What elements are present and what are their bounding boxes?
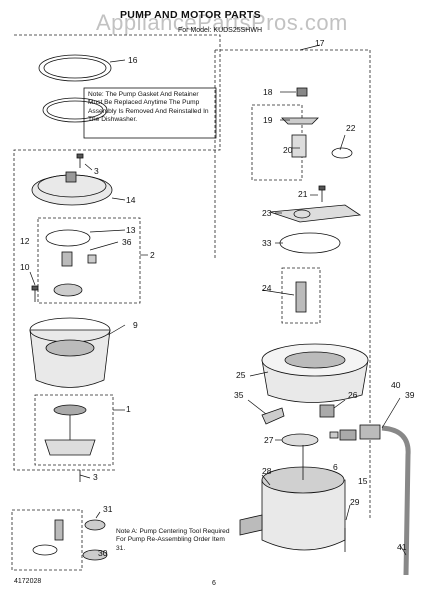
seal-ring-13 — [45, 229, 91, 247]
callout-17: 17 — [315, 38, 325, 48]
callout-31: 31 — [103, 504, 113, 514]
ring-30b — [82, 549, 108, 561]
callout-33: 33 — [262, 238, 272, 248]
callout-18: 18 — [263, 87, 273, 97]
callout-20: 20 — [283, 145, 293, 155]
ring-30 — [32, 544, 58, 556]
seal-assembly-24 — [295, 281, 307, 313]
leader-lines — [29, 44, 407, 556]
part-36 — [87, 254, 97, 264]
gasket-note: Note: The Pump Gasket And Retainer Must … — [88, 91, 209, 124]
callout-9: 9 — [133, 320, 138, 330]
callout-24: 24 — [262, 283, 272, 293]
drain-check-40 — [359, 424, 381, 440]
gasket-33 — [279, 232, 341, 254]
pump-base-25-inner — [284, 351, 346, 369]
callout-28: 28 — [262, 466, 272, 476]
page-number: 6 — [212, 580, 216, 587]
callout-10: 10 — [20, 262, 30, 272]
callout-36: 36 — [122, 237, 132, 247]
doc-number: 4172028 — [14, 578, 42, 585]
drain-impeller-20 — [291, 134, 307, 158]
callout-15: 15 — [358, 476, 368, 486]
callout-13: 13 — [126, 225, 136, 235]
gasket-note-box — [83, 87, 217, 139]
upper-impeller-19 — [281, 117, 319, 125]
group-box-24 — [281, 267, 321, 324]
callout-22: 22 — [346, 123, 356, 133]
callout-19: 19 — [263, 115, 273, 125]
pump-housing-inner — [45, 339, 95, 357]
centering-tool-31-cap — [84, 519, 106, 531]
callout-41: 41 — [397, 542, 407, 552]
callout-16: 16 — [128, 55, 138, 65]
callout-40: 40 — [391, 380, 401, 390]
group-box-2 — [37, 217, 141, 304]
callout-26: 26 — [348, 390, 358, 400]
callout-21: 21 — [298, 189, 308, 199]
callout-29: 29 — [350, 497, 360, 507]
bracket-26 — [319, 404, 335, 418]
callout-3: 3 — [94, 166, 99, 176]
callout-12: 12 — [20, 236, 30, 246]
callout-2: 2 — [150, 250, 155, 260]
lower-housing-1 — [44, 439, 96, 456]
callout-27: 27 — [264, 435, 274, 445]
o-ring-22 — [331, 147, 353, 159]
callout-23: 23 — [262, 208, 272, 218]
chopper-plate — [53, 283, 83, 297]
screw-3-head — [76, 153, 84, 159]
impeller-1 — [53, 404, 87, 416]
pump-gasket-inner — [43, 57, 107, 79]
drain-elbow-35 — [261, 407, 285, 425]
screw-10-head — [31, 285, 39, 291]
disc-27 — [281, 433, 319, 447]
valve-15 — [339, 429, 357, 441]
motor-connector — [239, 514, 263, 536]
gasket-plate-23 — [269, 204, 362, 223]
callout-30: 30 — [98, 548, 108, 558]
fitting-6 — [329, 431, 339, 439]
drain-hose-39 — [381, 425, 411, 576]
assembly-border-top-left — [13, 34, 221, 471]
callout-14: 14 — [126, 195, 136, 205]
page-title: PUMP AND MOTOR PARTS — [120, 9, 261, 21]
group-box-1 — [34, 394, 114, 466]
watermark: AppliancePartsPros.com — [96, 10, 348, 35]
note-a: Note A: Pump Centering Tool Required For… — [116, 528, 230, 552]
screw-21-head — [318, 185, 326, 191]
impeller-12 — [61, 251, 73, 267]
gasket-retainer-inner — [46, 100, 104, 120]
model-subtitle: For Model: KUDS25SHWH — [178, 27, 263, 34]
centering-tool-31 — [54, 519, 64, 541]
callout-1: 1 — [126, 404, 131, 414]
callout-35: 35 — [234, 390, 244, 400]
cover-hub — [65, 171, 77, 183]
pump-gasket — [38, 54, 112, 82]
callout-25: 25 — [236, 370, 246, 380]
assembly-border-right — [215, 49, 371, 520]
callout-3-lower: 3 — [93, 472, 98, 482]
callout-39: 39 — [405, 390, 415, 400]
gasket-retainer — [42, 97, 108, 123]
tool-box-note-a — [11, 509, 83, 571]
nut-18 — [296, 87, 308, 97]
gasket-plate-23-hole — [293, 209, 311, 219]
callout-6: 6 — [333, 462, 338, 472]
